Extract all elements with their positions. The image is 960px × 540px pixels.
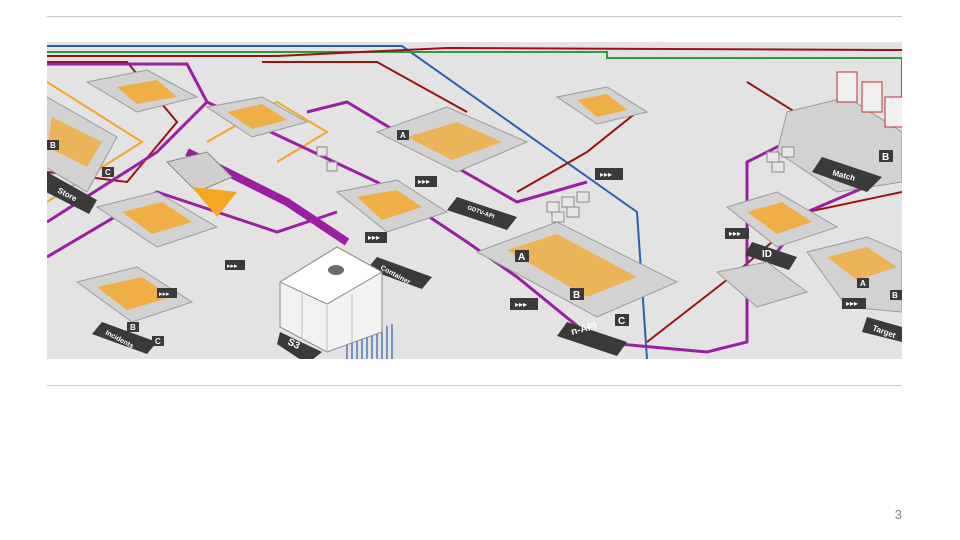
module-container: Container — [335, 179, 449, 289]
module-store: Store — [47, 96, 118, 214]
dark-red-line-2 — [47, 61, 179, 184]
arrow-tags: ▸▸▸ ▸▸▸ ▸▸▸ ▸▸▸ ▸▸▸ ▸▸▸ ▸▸▸ ▸▸▸ — [157, 168, 866, 310]
module-gateway — [166, 151, 237, 217]
server-rack-1 — [836, 71, 858, 103]
svg-text:B: B — [130, 323, 136, 332]
module-small-top — [555, 86, 649, 125]
id-label: ID — [762, 249, 772, 260]
module-incidents: Incidents — [75, 266, 194, 354]
svg-text:C: C — [618, 316, 625, 327]
server-rack-2 — [861, 81, 883, 113]
module-mid-left — [95, 191, 219, 248]
svg-text:A: A — [860, 279, 866, 288]
svg-text:▸▸▸: ▸▸▸ — [846, 299, 858, 308]
svg-text:B: B — [573, 290, 580, 301]
module-match: Match — [776, 71, 902, 193]
module-n-api: n-API — [475, 221, 679, 356]
bottom-rule — [47, 385, 902, 386]
module-id: ID — [725, 191, 839, 270]
storage-cubes — [316, 146, 795, 223]
svg-text:C: C — [105, 168, 111, 177]
svg-text:▸▸▸: ▸▸▸ — [227, 263, 238, 270]
svg-text:B: B — [892, 291, 898, 300]
svg-text:C: C — [155, 337, 161, 346]
dark-red-line-4 — [516, 111, 638, 193]
green-line — [47, 51, 902, 102]
module-gdtv-api: GDTV-API — [375, 106, 529, 230]
slide-number: 3 — [894, 507, 902, 522]
svg-text:▸▸▸: ▸▸▸ — [600, 170, 612, 179]
letter-tags: B C A B C A B A B B C — [47, 130, 902, 346]
svg-text:A: A — [400, 131, 406, 140]
module-center-left — [205, 96, 309, 138]
svg-text:▸▸▸: ▸▸▸ — [159, 291, 170, 298]
architecture-diagram: Store Incidents Container GDTV-API — [47, 42, 902, 359]
module-top-left — [85, 69, 199, 113]
svg-text:▸▸▸: ▸▸▸ — [515, 300, 527, 309]
s3-storage: S3 — [277, 246, 393, 359]
server-rack-3 — [884, 96, 902, 128]
svg-text:▸▸▸: ▸▸▸ — [368, 233, 380, 242]
dark-red-line-3 — [262, 61, 468, 113]
dark-red-line-1 — [47, 46, 902, 57]
module-target: Target — [806, 236, 902, 342]
svg-text:▸▸▸: ▸▸▸ — [729, 229, 741, 238]
top-rule — [47, 16, 902, 17]
s3-label: S3 — [286, 337, 302, 352]
svg-text:▸▸▸: ▸▸▸ — [418, 177, 430, 186]
svg-text:B: B — [882, 152, 889, 163]
module-small-bottom — [715, 261, 809, 308]
svg-text:B: B — [50, 141, 56, 150]
svg-text:A: A — [518, 252, 525, 263]
